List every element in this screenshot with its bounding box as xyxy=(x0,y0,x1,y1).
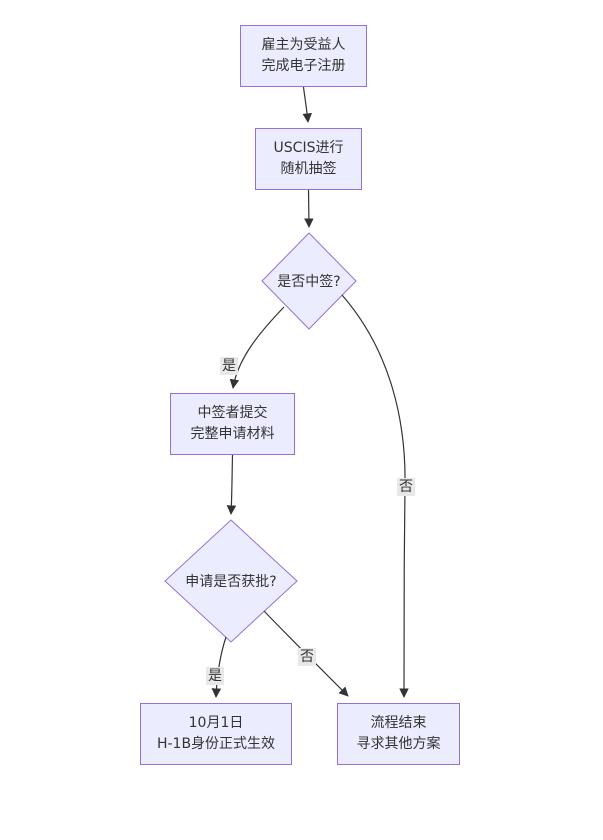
node-register: 雇主为受益人 完成电子注册 xyxy=(240,25,367,87)
node-register-line2: 完成电子注册 xyxy=(261,58,346,74)
node-submit-line1: 中签者提交 xyxy=(197,405,268,421)
edge-label-selected-yes: 是 xyxy=(220,357,238,375)
node-is-selected-label: 是否中签? xyxy=(277,274,341,290)
node-effective: 10月1日 H-1B身份正式生效 xyxy=(140,703,292,765)
node-end-process: 流程结束 寻求其他方案 xyxy=(337,703,460,765)
edge-is-approved-yes-to-effective xyxy=(211,636,227,698)
node-register-line1: 雇主为受益人 xyxy=(261,37,346,53)
edge-label-approved-yes: 是 xyxy=(206,667,224,685)
edge-is-selected-no-to-end xyxy=(341,294,409,698)
edge-submit-to-is-approved xyxy=(226,454,237,515)
edge-label-approved-no: 否 xyxy=(298,648,316,666)
diamond-is-selected-shape xyxy=(261,232,357,330)
node-effective-line1: 10月1日 xyxy=(188,715,244,731)
edge-lottery-to-is-selected xyxy=(304,189,314,228)
node-lottery-line1: USCIS进行 xyxy=(273,140,344,156)
edge-register-to-lottery xyxy=(302,86,312,123)
edge-is-selected-yes-to-submit xyxy=(229,306,285,389)
node-effective-line2: H-1B身份正式生效 xyxy=(156,736,276,752)
edge-label-selected-no: 否 xyxy=(397,478,415,496)
node-end-process-line2: 寻求其他方案 xyxy=(356,736,441,752)
node-is-approved-label: 申请是否获批? xyxy=(185,574,277,590)
node-lottery: USCIS进行 随机抽签 xyxy=(255,128,362,190)
node-lottery-line2: 随机抽签 xyxy=(280,161,337,177)
node-submit: 中签者提交 完整申请材料 xyxy=(170,393,295,455)
node-end-process-line1: 流程结束 xyxy=(370,715,427,731)
node-submit-line2: 完整申请材料 xyxy=(190,426,275,442)
